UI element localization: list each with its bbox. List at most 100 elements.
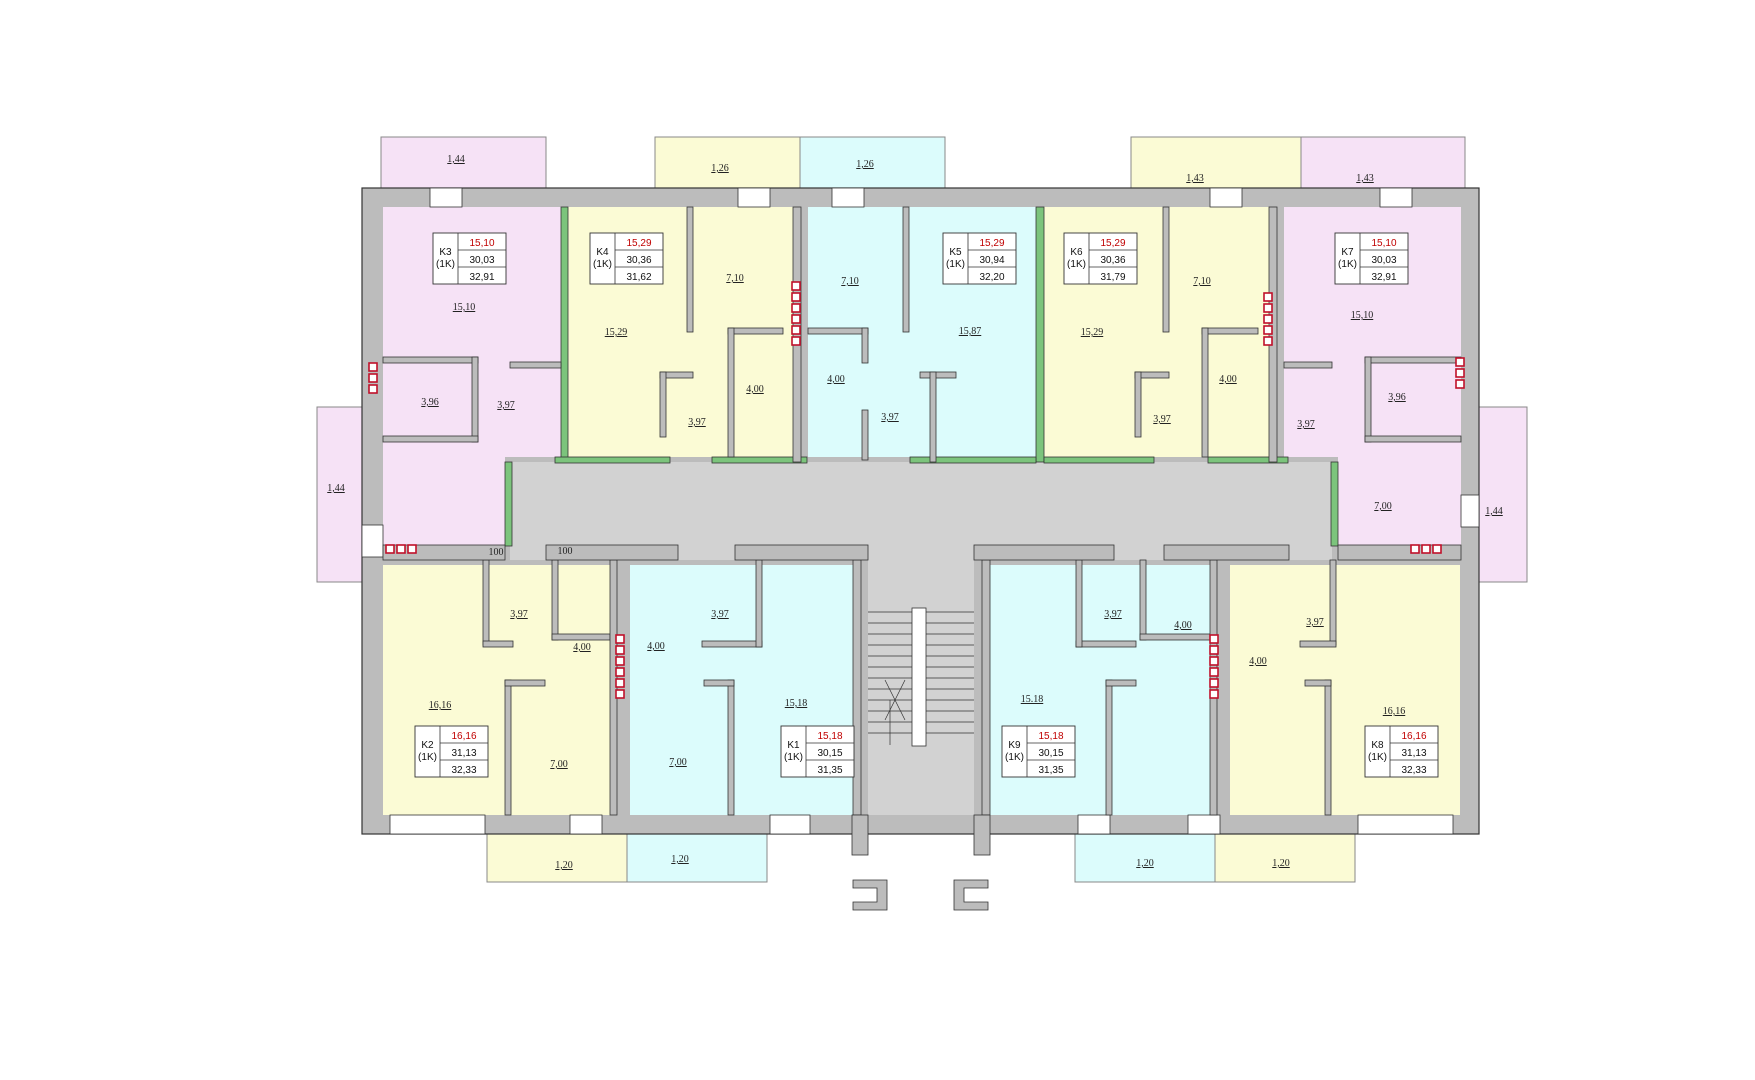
wall-segment [909, 456, 1037, 464]
wall-segment [551, 633, 611, 641]
apartment-id: K2 [421, 740, 434, 751]
window [1357, 814, 1454, 835]
wall-segment [727, 679, 735, 816]
wall-segment [861, 327, 869, 364]
apartment-id: K3 [439, 247, 452, 258]
wall-segment [1364, 356, 1462, 364]
apartment-living-area: 15,10 [469, 238, 494, 249]
apartment-id: K7 [1341, 247, 1354, 258]
vent-duct [1209, 678, 1219, 688]
vent-duct [791, 325, 801, 335]
window [1077, 814, 1111, 835]
wall-segment [1337, 544, 1462, 561]
vent-duct [1209, 667, 1219, 677]
wall-segment [1299, 640, 1337, 648]
apartment-type: (1K) [784, 752, 803, 763]
balcony-k8 [1214, 831, 1356, 883]
wall-segment [1324, 679, 1332, 816]
windows [361, 187, 1480, 835]
label-k7-balcony: 1,43 [1356, 173, 1374, 184]
wall-segment [471, 356, 479, 443]
label-k7-room: 15,10 [1351, 310, 1374, 321]
wall-segment [1207, 456, 1289, 464]
label-k3-balcony: 1,44 [447, 154, 465, 165]
label-k5-bath: 4,00 [827, 374, 845, 385]
vent-duct [396, 544, 406, 554]
entrance-pier-right [973, 814, 991, 856]
label-k2-kitchen: 7,00 [550, 759, 568, 770]
apartment-type: (1K) [1368, 752, 1387, 763]
green-walls [504, 206, 1339, 547]
vent-duct [615, 689, 625, 699]
wall-segment [509, 361, 562, 369]
apartment-gross-area: 32,33 [1401, 765, 1426, 776]
label-k7-bath: 3,96 [1388, 392, 1406, 403]
wall-segment [1105, 679, 1137, 687]
apartment-box-frame [589, 232, 664, 285]
wall-segment [727, 327, 735, 458]
label-dim-a: 100 [489, 547, 504, 558]
vent-duct [1263, 292, 1273, 302]
vent-duct [791, 303, 801, 313]
apartment-total-area: 30,15 [1038, 748, 1063, 759]
wall-segment [551, 559, 559, 641]
vent-duct [368, 362, 378, 372]
wall-segment [973, 544, 1115, 561]
window [569, 814, 603, 835]
apartment-box-frame [414, 725, 489, 778]
apartment-box-frame [1063, 232, 1138, 285]
wall-segment [1364, 356, 1372, 443]
wall-segment [929, 371, 937, 463]
window [831, 187, 865, 208]
wall-segment [1075, 559, 1083, 648]
apartment-box-frame [942, 232, 1017, 285]
wall-segment [703, 679, 735, 687]
apartment-box-frame [1364, 725, 1439, 778]
apartment-living-area: 15,18 [817, 731, 842, 742]
wall-segment [807, 327, 869, 335]
vent-ducts [368, 281, 1465, 699]
wall-segment [504, 461, 513, 547]
balcony-k2 [486, 831, 628, 883]
label-k5-kitchen: 7,10 [841, 276, 859, 287]
vent-duct [615, 678, 625, 688]
wall-segment [727, 327, 784, 335]
apartment-living-area: 15,18 [1038, 731, 1063, 742]
wall-segment [1330, 461, 1339, 547]
entrance [851, 814, 991, 911]
wall-segment [1043, 456, 1155, 464]
vent-duct [615, 656, 625, 666]
label-k2-hall: 3,97 [510, 609, 528, 620]
vent-duct [615, 634, 625, 644]
k9-area [990, 565, 1213, 815]
apartment-gross-area: 32,33 [451, 765, 476, 776]
wall-segment [1304, 679, 1332, 687]
wall-segment [545, 544, 679, 561]
apartment-gross-area: 31,35 [1038, 765, 1063, 776]
label-k6-hall: 3,97 [1153, 414, 1171, 425]
apartment-type: (1K) [418, 752, 437, 763]
apartment-total-area: 30,15 [817, 748, 842, 759]
wall-segment [504, 679, 546, 687]
vent-duct [1455, 379, 1465, 389]
stair-rail [911, 607, 927, 747]
label-k4-bath: 4,00 [746, 384, 764, 395]
label-k4-room: 15,29 [605, 327, 628, 338]
wall-segment [686, 206, 694, 333]
vent-duct [1209, 645, 1219, 655]
label-k8-hall: 3,97 [1306, 617, 1324, 628]
label-k3-room: 15,10 [453, 302, 476, 313]
apartment-id: K5 [949, 247, 962, 258]
label-left-balcony: 1,44 [327, 483, 345, 494]
window [429, 187, 463, 208]
label-k6-kitchen: 7,10 [1193, 276, 1211, 287]
label-k5-room: 15,87 [959, 326, 982, 337]
apartment-gross-area: 31,62 [626, 272, 651, 283]
label-k7-kitchen: 7,00 [1374, 501, 1392, 512]
wall-segment [382, 435, 479, 443]
